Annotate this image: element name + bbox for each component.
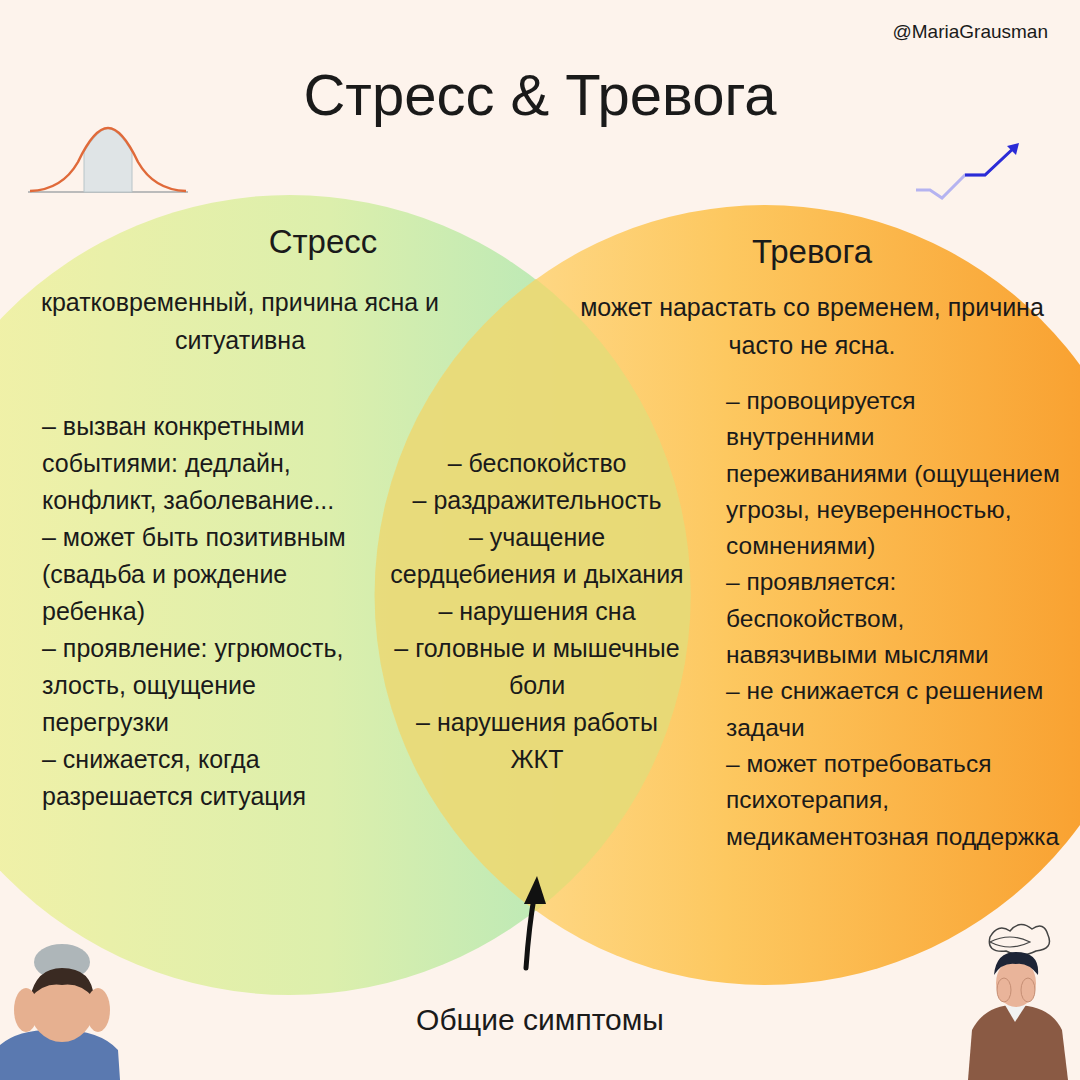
common-symptoms-label: Общие симптомы: [340, 1000, 740, 1040]
anxious-person: [968, 924, 1068, 1080]
pointer-arrow: [524, 876, 546, 968]
bullet-item: – может быть позитивным (свадьба и рожде…: [42, 519, 364, 630]
lens-shape: [370, 270, 695, 920]
bullet-item: – головные и мышечные боли: [387, 630, 687, 704]
bullet-item: – нарушения сна: [387, 593, 687, 630]
circle-heading: Стресс: [223, 222, 423, 262]
bullet-item: – раздражительность: [387, 482, 687, 519]
bullet-list: – провоцируется внутренними переживаниям…: [726, 383, 1062, 855]
lens-fill: [375, 279, 691, 911]
bullet-item: – снижается, когда разрешается ситуация: [42, 741, 364, 815]
author-handle: @MariaGrausman: [893, 20, 1049, 44]
circle-summary: кратковременный, причина ясна и ситуатив…: [40, 283, 440, 359]
bullet-item: – вызван конкретными событиями: дедлайн,…: [42, 408, 364, 519]
bullet-item: – проявление: угрюмость, злость, ощущени…: [42, 630, 364, 741]
stressed-person: [0, 944, 120, 1080]
bullet-item: – нарушения работы ЖКТ: [387, 704, 687, 778]
diagram-title: Стресс & Тревога: [0, 60, 1080, 130]
bullet-item: – проявляется: беспокойством, навязчивым…: [726, 564, 1062, 673]
trend-icon: [916, 143, 1019, 198]
bullet-list: – вызван конкретными событиями: дедлайн,…: [42, 408, 364, 815]
overlap-lens: – беспокойство– раздражительность– учаще…: [370, 270, 695, 920]
bullet-item: – учащение сердцебиения и дыхания: [387, 519, 687, 593]
bullet-item: – беспокойство: [387, 445, 687, 482]
bell-curve-icon: [28, 128, 188, 192]
bullet-item: – провоцируется внутренними переживаниям…: [726, 383, 1062, 564]
bullet-list: – беспокойство– раздражительность– учаще…: [387, 445, 687, 778]
circle-heading: Тревога: [712, 232, 912, 272]
bullet-item: – может потребоваться психотерапия, меди…: [726, 746, 1062, 855]
circle-summary: может нарастать со временем, причина час…: [577, 288, 1047, 364]
bullet-item: – не снижается с решением задачи: [726, 673, 1062, 746]
